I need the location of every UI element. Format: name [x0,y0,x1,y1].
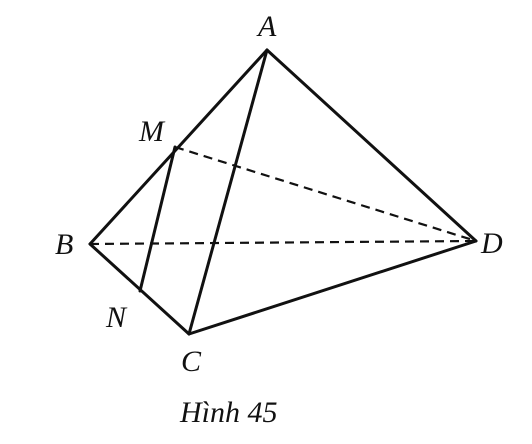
edge-CD [187,239,478,336]
vertex-label-B: B [55,228,73,261]
vertex-label-C: C [181,345,202,378]
edge-BD [89,239,477,246]
segment-MN [138,145,177,293]
edge-AD [265,48,478,243]
vertex-label-M: M [138,115,166,148]
vertex-label-A: A [256,10,277,43]
vertex-label-D: D [480,227,503,260]
edge-MD [174,145,477,243]
figure-caption: Hình 45 [179,396,278,429]
vertex-label-N: N [105,301,128,334]
edge-AB [88,48,269,246]
edge-AC [187,48,269,336]
